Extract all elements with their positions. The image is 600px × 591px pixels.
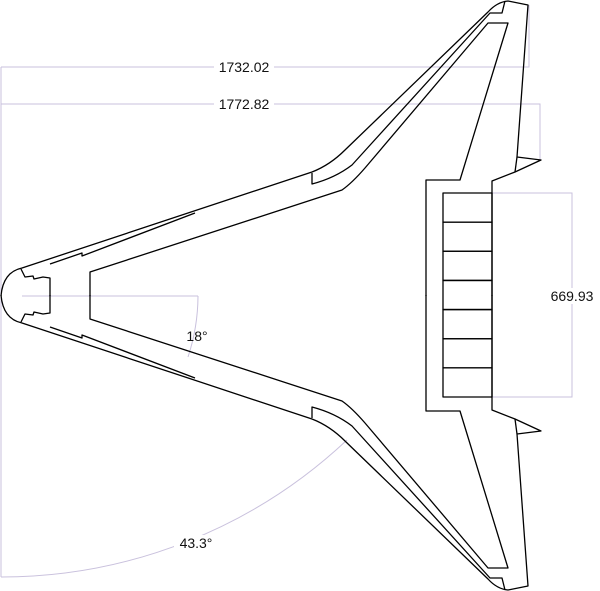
arc-nose-angle — [187, 295, 199, 358]
label-nose-angle: 18° — [186, 328, 207, 344]
label-engine-width: 669.93 — [551, 288, 594, 304]
engine-cell — [442, 221, 493, 252]
engine-cell — [442, 279, 493, 311]
label-overall-length: 1732.02 — [219, 59, 270, 75]
label-length-spikes: 1772.82 — [219, 96, 270, 112]
engine-cell — [442, 308, 493, 340]
engine-block — [442, 192, 493, 398]
engine-cell — [442, 367, 493, 398]
engine-cell — [442, 338, 493, 369]
dim-length-spikes — [1, 103, 541, 160]
engine-cell — [442, 250, 493, 282]
aircraft-body — [0, 0, 542, 591]
arc-wing-sweep — [0, 439, 348, 578]
engine-cell — [442, 192, 493, 223]
label-wing-sweep: 43.3° — [180, 535, 213, 551]
dim-overall-length — [1, 5, 530, 68]
dimension-lines — [0, 5, 573, 578]
